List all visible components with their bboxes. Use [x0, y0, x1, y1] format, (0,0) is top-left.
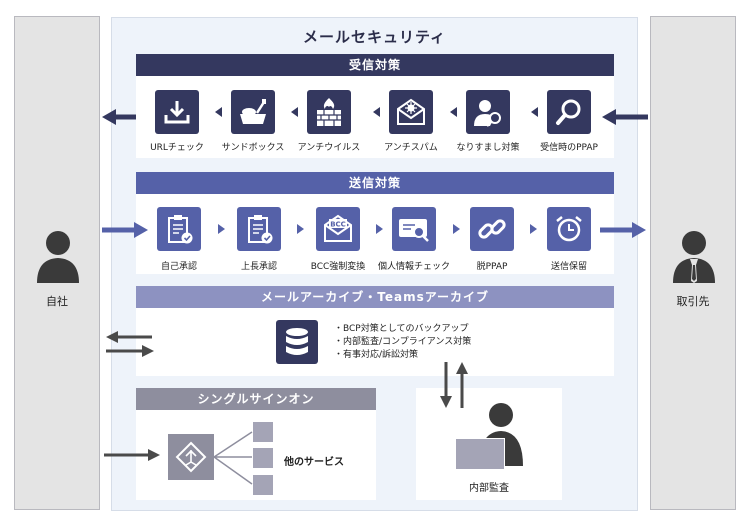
- clipboard-check-icon: [248, 215, 273, 244]
- send-hold-icon-box: [547, 207, 591, 251]
- firewall-icon: [317, 98, 341, 126]
- spam-envelope-icon: [397, 98, 425, 125]
- send-flow-arrows: [218, 224, 537, 234]
- clipboard-check-icon: [168, 215, 193, 244]
- auditor-label: 内部監査: [469, 483, 509, 494]
- partner-label: 取引先: [676, 295, 710, 308]
- send-panel: 送信対策: [136, 172, 614, 274]
- archive-bullet-list: ・BCP対策としてのバックアップ ・内部監査/コンプライアンス対策 ・有事対応/…: [334, 323, 471, 362]
- archive-header: メールアーカイブ・Teamsアーカイブ: [136, 286, 614, 308]
- laptop-icon: [455, 438, 505, 470]
- bcc-badge-text: BCC: [330, 221, 346, 229]
- receive-panel: 受信対策: [136, 54, 614, 158]
- self-company-label: 自社: [46, 295, 68, 308]
- businessman-icon: [673, 231, 715, 283]
- impersonation-label: なりすまし対策: [456, 143, 520, 153]
- sso-header: シングルサインオン: [136, 388, 376, 410]
- receive-header: 受信対策: [136, 54, 614, 76]
- archive-bullet: ・有事対応/訴訟対策: [334, 350, 419, 360]
- id-card-search-icon: [399, 219, 429, 242]
- de-ppap-icon-box: [470, 207, 514, 251]
- bcc-conversion-label: BCC強制変換: [310, 262, 366, 272]
- receive-ppap-icon-box: [547, 90, 591, 134]
- send-header: 送信対策: [136, 172, 614, 194]
- partner-column: 取引先: [650, 16, 736, 510]
- receive-flow-arrows: [215, 107, 538, 117]
- antispam-icon-box: [389, 90, 433, 134]
- service-box: [253, 448, 273, 468]
- self-approval-label: 自己承認: [160, 262, 197, 272]
- send-hold-label: 送信保留: [550, 262, 587, 272]
- antispam-label: アンチスパム: [384, 143, 438, 153]
- antivirus-icon-box: [307, 90, 351, 134]
- sso-connector-lines: [214, 431, 253, 485]
- magnifier-icon: [556, 99, 581, 125]
- archive-bullet: ・内部監査/コンプライアンス対策: [334, 337, 472, 347]
- impersonation-icon: [474, 100, 501, 127]
- manager-approval-label: 上長承認: [240, 262, 277, 272]
- alarm-clock-icon: [556, 216, 582, 242]
- manager-approval-icon-box: [237, 207, 281, 251]
- self-company-column: 自社: [14, 16, 100, 510]
- archive-bullet: ・BCP対策としてのバックアップ: [334, 324, 469, 334]
- sandbox-icon: [240, 99, 266, 124]
- download-tray-icon: [164, 101, 190, 124]
- personal-info-icon-box: [392, 207, 436, 251]
- antivirus-label: アンチウイルス: [297, 143, 361, 153]
- bcc-conversion-icon-box: BCC: [316, 207, 360, 251]
- diamond-network-icon: [175, 441, 207, 473]
- url-check-icon-box: [155, 90, 199, 134]
- personal-info-label: 個人情報チェック: [377, 262, 450, 272]
- other-services-label: 他のサービス: [284, 457, 344, 468]
- receive-ppap-label: 受信時のPPAP: [540, 143, 598, 153]
- bcc-envelope-icon: BCC: [324, 214, 352, 242]
- sandbox-label: サンドボックス: [221, 143, 285, 153]
- service-box: [253, 475, 273, 495]
- service-box: [253, 422, 273, 442]
- de-ppap-label: 脱PPAP: [476, 262, 508, 272]
- archive-panel: メールアーカイブ・Teamsアーカイブ: [136, 286, 614, 376]
- impersonation-icon-box: [466, 90, 510, 134]
- person-icon: [37, 231, 79, 283]
- chain-link-icon: [478, 219, 506, 239]
- database-icon: [286, 328, 308, 355]
- self-approval-icon-box: [157, 207, 201, 251]
- url-check-label: URLチェック: [150, 143, 204, 153]
- database-icon-box: [276, 320, 318, 364]
- sandbox-icon-box: [231, 90, 275, 134]
- page-title: メールセキュリティ: [302, 28, 447, 46]
- sso-diamond-icon-box: [168, 434, 214, 480]
